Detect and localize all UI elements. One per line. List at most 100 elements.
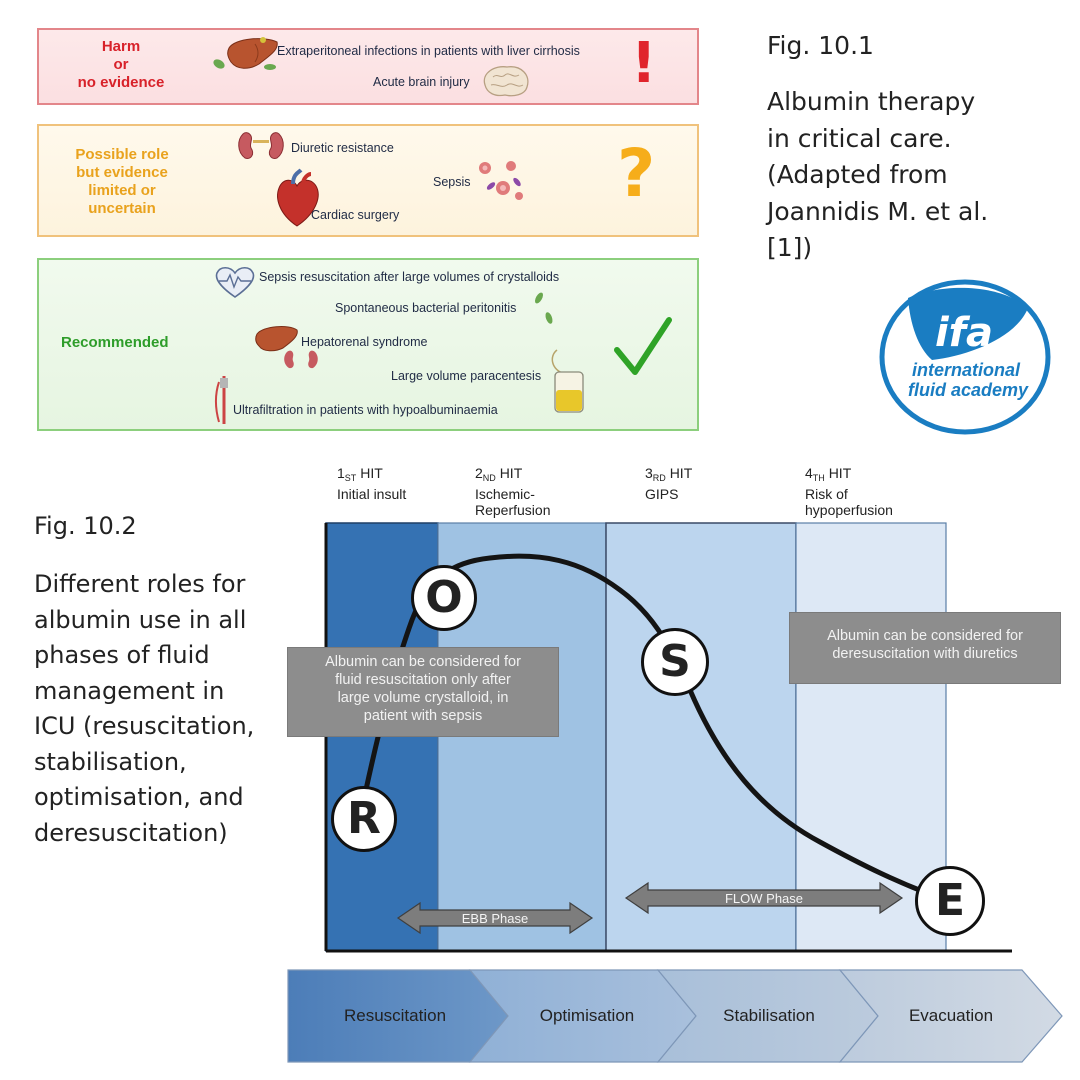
fig1-description-line: Albumin therapy — [767, 87, 976, 116]
possible-label-line: Possible role — [75, 146, 169, 163]
letter-circle-s: S — [641, 628, 709, 696]
flow-phase-arrow — [624, 881, 904, 915]
hit-word: HIT — [828, 465, 852, 481]
kidneys-icon — [284, 350, 318, 369]
check-icon — [614, 317, 672, 375]
hit-number: 3 — [645, 465, 653, 481]
hit-ordinal: ND — [482, 473, 496, 483]
brain-icon — [483, 66, 529, 97]
hit-title: 3RD HIT — [645, 465, 692, 483]
fig2-description-line: stabilisation, — [34, 747, 187, 776]
bacteria-icon — [535, 292, 553, 324]
hit-ordinal: RD — [652, 473, 666, 483]
harm-label-line: or — [113, 56, 129, 73]
ifa-logo-line1: international — [912, 360, 1021, 380]
harm-item: Extraperitoneal infections in patients w… — [277, 44, 580, 58]
note-line: patient with sepsis — [363, 708, 483, 724]
letter-circle-r: R — [331, 786, 397, 852]
fig1-description: Albumin therapy in critical care. (Adapt… — [767, 84, 988, 267]
hit-number: 4 — [805, 465, 813, 481]
hit-word: HIT — [360, 465, 383, 481]
deresuscitation-note: Albumin can be considered for deresuscit… — [789, 612, 1061, 684]
ebb-phase-label: EBB Phase — [461, 911, 529, 926]
harm-label-line: no evidence — [77, 74, 165, 91]
fig2-description-line: deresuscitation) — [34, 818, 228, 847]
recommended-panel: Recommended Sepsis resuscitation after l… — [37, 258, 699, 431]
liver-icon — [227, 37, 278, 69]
hit-header-4: 4TH HIT Risk of hypoperfusion — [805, 465, 893, 518]
fig1-description-line: [1]) — [767, 233, 813, 262]
hit-title: 1ST HIT — [337, 465, 406, 483]
hit-header-1: 1ST HIT Initial insult — [337, 465, 406, 502]
fig2-description-line: albumin use in all — [34, 605, 247, 634]
possible-item: Sepsis — [433, 175, 471, 189]
heart-icon — [277, 168, 319, 227]
note-line: large volume crystalloid, in — [337, 690, 509, 706]
chevron-evacuation — [838, 969, 1063, 1063]
phase-label-evacuation: Evacuation — [908, 1006, 994, 1025]
heart-monitor-icon — [215, 266, 255, 298]
harm-label-line: Harm — [101, 38, 141, 55]
fluid-curve — [357, 553, 949, 903]
exclamation-icon: ! — [631, 31, 657, 96]
zone-stabilisation — [605, 522, 797, 952]
ifa-logo: ifa international fluid academy — [879, 279, 1051, 435]
harm-panel: Harm or no evidence Extraperitoneal infe… — [37, 28, 699, 105]
hit-line: Reperfusion — [475, 502, 551, 518]
ifa-logo-brand: ifa — [935, 310, 993, 356]
fig1-description-line: Joannidis M. et al. — [767, 196, 989, 226]
note-line: fluid resuscitation only after — [335, 672, 511, 688]
possible-label-line: limited or — [88, 182, 156, 199]
hit-ordinal: TH — [812, 473, 825, 483]
note-line: Albumin can be considered for — [325, 654, 521, 670]
possible-category-label: Possible role but evidence limited or un… — [53, 146, 191, 218]
ebb-phase-arrow — [396, 901, 594, 935]
hit-ordinal: ST — [344, 473, 357, 483]
fig1-description-line: (Adapted from — [767, 160, 948, 189]
recommended-item: Ultrafiltration in patients with hypoalb… — [233, 403, 498, 417]
fig2-description-line: ICU (resuscitation, — [34, 712, 255, 740]
kidneys-icon — [238, 132, 284, 159]
recommended-item: Large volume paracentesis — [391, 369, 542, 383]
liver-icon — [255, 326, 298, 352]
hit-line: Ischemic- — [475, 486, 535, 502]
note-line: Albumin can be considered for — [827, 628, 1023, 644]
possible-role-panel: Possible role but evidence limited or un… — [37, 124, 699, 237]
fig1-caption: Fig. 10.1 — [767, 31, 874, 60]
phase-label-optimisation: Optimisation — [539, 1006, 635, 1025]
hit-word: HIT — [669, 465, 693, 481]
fig1-description-line: in critical care. — [767, 123, 952, 153]
recommended-item: Hepatorenal syndrome — [301, 335, 428, 349]
possible-item: Cardiac surgery — [311, 208, 400, 222]
hit-word: HIT — [499, 465, 523, 481]
hit-number: 2 — [475, 465, 483, 481]
question-mark-icon: ? — [617, 135, 656, 212]
recommended-item: Spontaneous bacterial peritonitis — [335, 301, 517, 315]
bacteria-icon — [213, 59, 225, 69]
recommended-category-label: Recommended — [61, 334, 169, 351]
hit-line: GIPS — [645, 486, 679, 502]
fig2-caption: Fig. 10.2 — [34, 512, 137, 540]
harm-item: Acute brain injury — [373, 75, 470, 89]
fig2-description-line: phases of fluid — [34, 641, 210, 669]
hit-title: 2ND HIT — [475, 465, 551, 483]
hit-line: Risk of — [805, 486, 848, 502]
possible-item: Diuretic resistance — [291, 141, 394, 155]
flow-phase-label: FLOW Phase — [724, 891, 804, 906]
hit-line: Initial insult — [337, 486, 407, 502]
phase-label-stabilisation: Stabilisation — [723, 1006, 815, 1025]
fig2-description-line: Different roles for — [34, 570, 246, 598]
hit-line: hypoperfusion — [805, 502, 893, 518]
harm-category-label: Harm or no evidence — [61, 38, 181, 92]
letter-circle-e: E — [915, 866, 985, 936]
drainage-bag-icon — [551, 349, 584, 413]
ifa-logo-line2: fluid academy — [908, 380, 1029, 400]
catheter-icon — [215, 376, 228, 424]
possible-label-line: uncertain — [88, 200, 156, 217]
possible-label-line: but evidence — [76, 164, 168, 181]
hit-number: 1 — [337, 465, 345, 481]
bacteria-icon — [264, 64, 276, 70]
hit-header-3: 3RD HIT GIPS — [645, 465, 692, 502]
recommended-item: Sepsis resuscitation after large volumes… — [259, 270, 560, 284]
